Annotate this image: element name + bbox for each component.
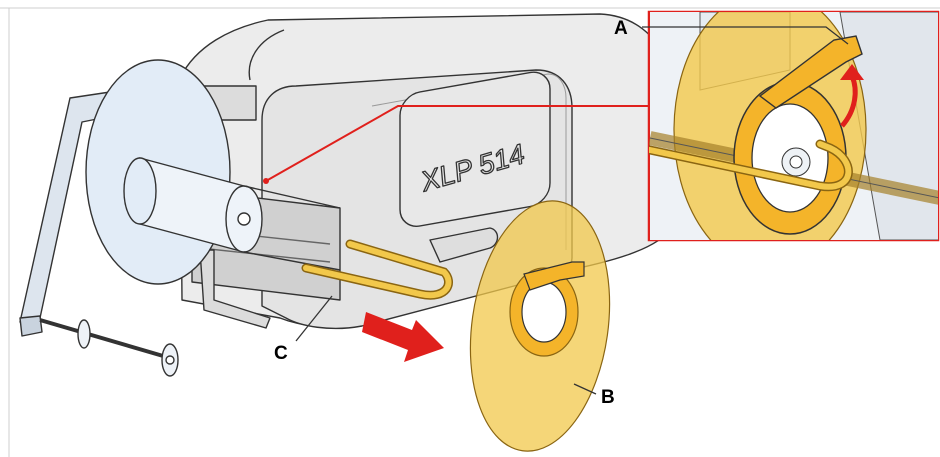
leader-c xyxy=(295,295,333,342)
arrow-right-icon xyxy=(362,312,444,362)
callout-c: C xyxy=(274,343,288,364)
detail-inset xyxy=(642,10,940,242)
curved-arrow-up-icon xyxy=(840,64,864,128)
leader-b xyxy=(573,383,597,395)
callout-b: B xyxy=(601,387,615,408)
inset-pointer xyxy=(263,105,648,184)
guide-bracket-c xyxy=(301,239,453,300)
detached-flange-b xyxy=(469,200,611,452)
callout-a: A xyxy=(614,18,628,39)
roll-flange xyxy=(85,59,341,285)
